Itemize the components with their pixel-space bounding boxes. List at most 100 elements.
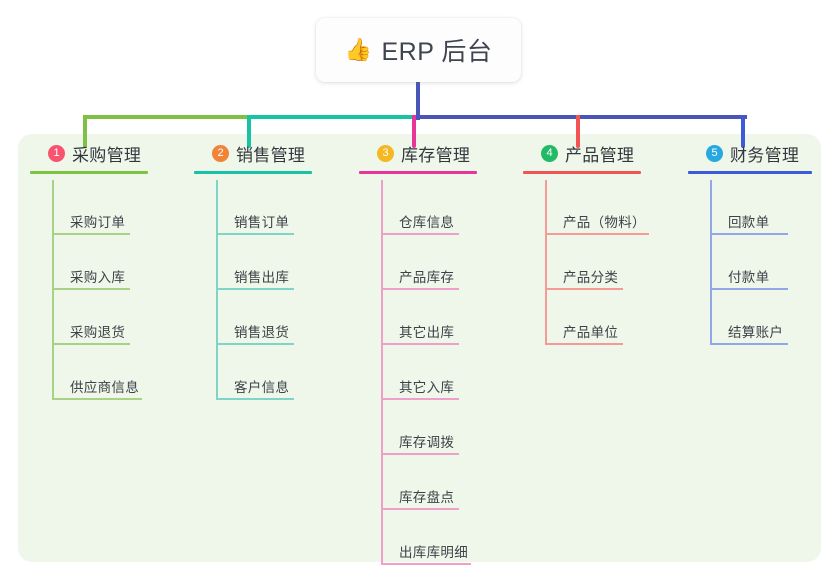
list-item-label: 产品库存: [399, 270, 455, 285]
thumbs-up-icon: 👍: [344, 37, 373, 62]
list-item-underline: [381, 398, 459, 400]
list-item[interactable]: 产品库存: [381, 235, 474, 290]
list-item-label: 仓库信息: [399, 215, 455, 230]
list-item[interactable]: 其它入库: [381, 345, 474, 400]
list-item[interactable]: 客户信息: [216, 345, 295, 400]
list-item-underline: [545, 343, 623, 345]
column-title-4: 产品管理: [565, 145, 635, 165]
list-item[interactable]: 结算账户: [710, 290, 789, 345]
list-item[interactable]: 采购订单: [52, 180, 145, 235]
list-item-label: 采购订单: [70, 215, 126, 230]
column-number-badge-5: 5: [706, 144, 723, 162]
column-header-2[interactable]: 2 销售管理: [194, 140, 344, 166]
column-header-5[interactable]: 5 财务管理: [688, 140, 828, 166]
list-item-underline: [381, 508, 459, 510]
column-title-1: 采购管理: [72, 145, 142, 165]
list-item[interactable]: 回款单: [710, 180, 789, 235]
list-item[interactable]: 销售订单: [216, 180, 295, 235]
list-item[interactable]: 采购入库: [52, 235, 145, 290]
column-items-5: 回款单付款单结算账户: [710, 180, 789, 345]
column-drop-connector-3: [412, 115, 416, 148]
column-items-3: 仓库信息产品库存其它出库其它入库库存调拨库存盘点出库库明细: [381, 180, 474, 565]
list-item-label: 库存调拨: [399, 435, 455, 450]
list-item[interactable]: 其它出库: [381, 290, 474, 345]
column-财务管理: 5 财务管理回款单付款单结算账户: [688, 140, 828, 345]
list-item-underline: [710, 343, 788, 345]
content-panel: [18, 134, 821, 562]
bar-segment-green: [85, 115, 249, 119]
list-item[interactable]: 付款单: [710, 235, 789, 290]
list-item-label: 回款单: [728, 215, 770, 230]
root-stem-connector: [416, 82, 420, 120]
column-产品管理: 4 产品管理产品（物料） 产品分类产品单位: [523, 140, 673, 345]
column-drop-connector-4: [576, 115, 580, 148]
list-item-underline: [381, 233, 459, 235]
column-number-badge-2: 2: [212, 144, 229, 162]
list-item-label: 销售退货: [234, 325, 290, 340]
bar-left-elbow: [83, 115, 87, 119]
column-title-2: 销售管理: [236, 145, 306, 165]
list-item-label: 库存盘点: [399, 490, 455, 505]
list-item-label: 出库库明细: [399, 545, 468, 560]
list-item-underline: [545, 233, 649, 235]
list-item-underline: [381, 343, 459, 345]
list-item-underline: [216, 398, 294, 400]
list-item-label: 产品（物料）: [563, 215, 646, 230]
list-item[interactable]: 销售出库: [216, 235, 295, 290]
list-item[interactable]: 采购退货: [52, 290, 145, 345]
column-underline-3: [359, 171, 477, 174]
list-item-label: 产品分类: [563, 270, 619, 285]
list-item-underline: [381, 453, 459, 455]
list-item-underline: [52, 343, 130, 345]
column-title-3: 库存管理: [401, 145, 471, 165]
column-items-4: 产品（物料） 产品分类产品单位: [545, 180, 652, 345]
column-spine-3: [381, 180, 383, 565]
list-item[interactable]: 产品（物料）: [545, 180, 652, 235]
list-item-label: 结算账户: [728, 325, 784, 340]
column-spine-4: [545, 180, 547, 345]
list-item[interactable]: 产品分类: [545, 235, 652, 290]
list-item[interactable]: 库存盘点: [381, 455, 474, 510]
list-item[interactable]: 仓库信息: [381, 180, 474, 235]
column-title-5: 财务管理: [730, 145, 800, 165]
column-drop-connector-1: [83, 115, 87, 148]
list-item-label: 销售出库: [234, 270, 290, 285]
column-underline-5: [688, 171, 812, 174]
column-underline-4: [523, 171, 641, 174]
column-header-4[interactable]: 4 产品管理: [523, 140, 673, 166]
list-item-label: 供应商信息: [70, 380, 139, 395]
column-spine-5: [710, 180, 712, 345]
column-number-badge-4: 4: [541, 144, 558, 162]
root-title-text: ERP 后台: [381, 38, 493, 66]
list-item-label: 产品单位: [563, 325, 619, 340]
column-underline-1: [30, 171, 148, 174]
root-node-card[interactable]: 👍 ERP 后台: [316, 18, 521, 82]
list-item[interactable]: 销售退货: [216, 290, 295, 345]
list-item[interactable]: 产品单位: [545, 290, 652, 345]
root-node-title: 👍 ERP 后台: [345, 32, 493, 68]
list-item-label: 其它出库: [399, 325, 455, 340]
list-item-underline: [710, 288, 788, 290]
list-item-underline: [381, 563, 471, 565]
column-items-1: 采购订单采购入库采购退货供应商信息: [52, 180, 145, 400]
list-item-underline: [545, 288, 623, 290]
list-item[interactable]: 库存调拨: [381, 400, 474, 455]
list-item-underline: [381, 288, 459, 290]
list-item-underline: [52, 233, 130, 235]
list-item-label: 采购入库: [70, 270, 126, 285]
column-销售管理: 2 销售管理销售订单销售出库销售退货客户信息: [194, 140, 344, 400]
list-item-underline: [52, 288, 130, 290]
list-item-underline: [216, 288, 294, 290]
list-item-underline: [216, 233, 294, 235]
list-item-label: 其它入库: [399, 380, 455, 395]
list-item-underline: [52, 398, 142, 400]
list-item-label: 销售订单: [234, 215, 290, 230]
list-item[interactable]: 出库库明细: [381, 510, 474, 565]
bar-segment-teal: [249, 115, 418, 119]
list-item[interactable]: 供应商信息: [52, 345, 145, 400]
list-item-label: 采购退货: [70, 325, 126, 340]
column-items-2: 销售订单销售出库销售退货客户信息: [216, 180, 295, 400]
